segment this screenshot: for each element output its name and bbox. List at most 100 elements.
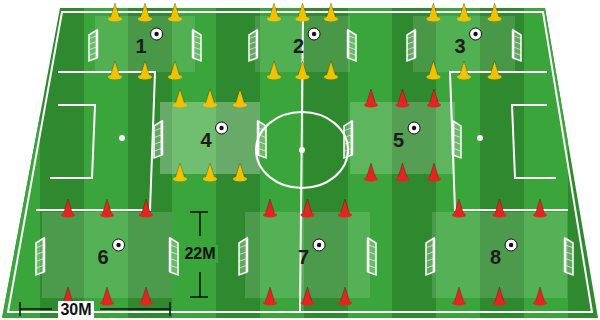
mini-goal: [426, 238, 434, 275]
zone-number: 6: [97, 247, 108, 267]
cone-base: [108, 17, 122, 22]
mini-goal: [170, 238, 178, 275]
training-zone: 8: [432, 212, 567, 298]
zone-number: 2: [293, 36, 304, 56]
cone-base: [233, 103, 247, 108]
cone-base: [203, 103, 217, 108]
cone-base: [233, 177, 247, 182]
cone-base: [493, 301, 507, 306]
mini-goal: [368, 238, 376, 275]
cone-base: [488, 17, 502, 22]
cone-base: [338, 301, 352, 306]
ball-patch: [116, 243, 120, 247]
grass-stripe: [0, 0, 40, 320]
cone-base: [457, 75, 471, 80]
ball: [505, 239, 517, 251]
cone-base: [301, 213, 315, 218]
cone-base: [324, 17, 338, 22]
cone-base: [139, 213, 153, 218]
cone-base: [139, 301, 153, 306]
cone-base: [108, 75, 122, 80]
zone-number: 1: [135, 36, 146, 56]
ball: [308, 28, 320, 40]
cone-base: [426, 75, 440, 80]
mini-goal: [348, 30, 356, 61]
cone-base: [452, 213, 466, 218]
cone-base: [267, 17, 281, 22]
cone-base: [100, 213, 114, 218]
zone-area: [42, 212, 172, 298]
mini-goal: [344, 121, 352, 158]
cone-base: [457, 17, 471, 22]
cone-base: [138, 17, 152, 22]
cone-base: [296, 75, 310, 80]
cone-base: [263, 301, 277, 306]
cone-base: [301, 301, 315, 306]
zone-number: 3: [454, 36, 465, 56]
cone-base: [426, 17, 440, 22]
training-zone: 7: [245, 212, 370, 298]
cone-base: [138, 75, 152, 80]
cone-base: [296, 17, 310, 22]
cone-base: [427, 177, 441, 182]
cone-base: [168, 75, 182, 80]
ball: [216, 122, 228, 134]
training-zone: 5: [350, 102, 455, 174]
cone-base: [396, 177, 410, 182]
cone-base: [427, 103, 441, 108]
cone-base: [267, 75, 281, 80]
ball: [151, 28, 163, 40]
ball-patch: [154, 32, 158, 36]
training-zone: 3: [413, 16, 515, 72]
zone-number: 5: [393, 130, 404, 150]
cone-base: [324, 75, 338, 80]
mini-goal: [407, 30, 415, 61]
cone-base: [488, 75, 502, 80]
dimension-label: 22M: [182, 245, 217, 263]
mini-goal: [89, 30, 97, 61]
zone-number: 8: [490, 247, 501, 267]
cone-base: [173, 177, 187, 182]
mini-goal: [154, 121, 162, 158]
cone-base: [61, 213, 75, 218]
cone-base: [533, 301, 547, 306]
cone-base: [493, 213, 507, 218]
zone-number: 7: [298, 247, 309, 267]
mini-goal: [258, 121, 266, 158]
training-zone: 6: [42, 212, 172, 298]
ball: [113, 239, 125, 251]
ball-patch: [317, 243, 321, 247]
zone-number: 4: [200, 130, 211, 150]
mini-goal: [249, 30, 257, 61]
cone-base: [173, 103, 187, 108]
zone-area: [432, 212, 567, 298]
mini-goal: [453, 121, 461, 158]
cone-base: [396, 103, 410, 108]
training-zone: 1: [95, 16, 195, 72]
ball-patch: [412, 126, 416, 130]
cone-base: [100, 301, 114, 306]
cone-base: [203, 177, 217, 182]
training-zone: 4: [160, 102, 260, 174]
cone-base: [168, 17, 182, 22]
field-lines: [8, 12, 592, 312]
ball-patch: [509, 243, 513, 247]
ball: [313, 239, 325, 251]
cone-base: [452, 301, 466, 306]
cone-base: [364, 103, 378, 108]
ball-patch: [473, 32, 477, 36]
mini-goal: [239, 238, 247, 275]
cone-base: [263, 213, 277, 218]
mini-goal: [193, 30, 201, 61]
cone-base: [338, 213, 352, 218]
cone-base: [364, 177, 378, 182]
ball-patch: [312, 32, 316, 36]
mini-goal: [565, 238, 573, 275]
zone-area: [245, 212, 370, 298]
dimension-label: 30M: [58, 301, 93, 319]
mini-goal: [513, 30, 521, 61]
mini-goal: [36, 238, 44, 275]
dimension-lines: [20, 212, 208, 316]
ball: [470, 28, 482, 40]
